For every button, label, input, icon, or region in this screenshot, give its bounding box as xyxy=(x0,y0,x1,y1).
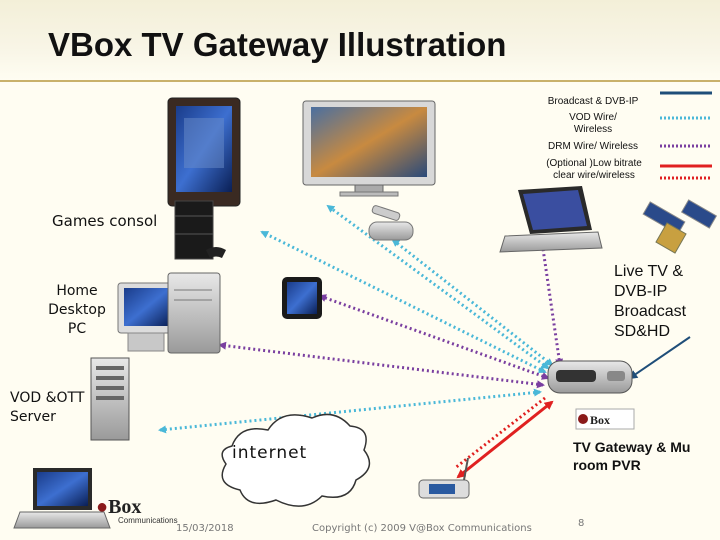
link-home-pc xyxy=(218,341,545,389)
link-laptop-top xyxy=(538,240,564,367)
home-pc-label: Home Desktop PC xyxy=(48,283,106,337)
title-bar xyxy=(0,0,720,82)
link-settop-box xyxy=(391,238,554,367)
link-router-solid xyxy=(456,400,554,479)
link-router-dotted xyxy=(454,396,546,470)
home-pc xyxy=(117,272,221,354)
vod-server-label: VOD &OTT Server xyxy=(10,390,85,425)
games-console-label: Games consol xyxy=(52,212,158,230)
live-tv-label: Live TV & DVB-IP Broadcast SD&HD xyxy=(614,263,687,340)
vbox-logo-text: Box xyxy=(108,496,142,518)
vod-server xyxy=(90,357,130,441)
connections xyxy=(158,204,564,434)
link-satellite-broadcast xyxy=(628,336,691,380)
vbox-logo-subtitle: Communications xyxy=(118,516,178,525)
internet-label: internet xyxy=(232,443,308,463)
settop-box xyxy=(368,205,414,241)
gateway-label: TV Gateway & Mu room PVR xyxy=(573,439,691,473)
footer-copyright: Copyright (c) 2009 V@Box Communications xyxy=(312,523,532,534)
link-mobile xyxy=(318,294,550,380)
vbox-logo: ●Box xyxy=(96,496,142,518)
vbox-logo-small: Box xyxy=(575,408,635,430)
legend-label-lowbitrate: (Optional )Low bitrate clear wire/wirele… xyxy=(546,158,642,181)
low-bitrate-links xyxy=(454,396,554,479)
footer-page-number: 8 xyxy=(578,518,585,529)
laptop-top xyxy=(499,186,603,253)
legend-label-vod: VOD Wire/ Wireless xyxy=(569,112,617,135)
laptop-bottom xyxy=(13,468,111,529)
link-vod-server xyxy=(158,388,542,434)
slide-title: VBox TV Gateway Illustration xyxy=(48,26,507,63)
svg-text:Box: Box xyxy=(590,413,610,427)
link-plasma-tv xyxy=(326,204,550,370)
internet-cloud xyxy=(221,413,371,507)
tv-gateway xyxy=(547,360,633,394)
lcd-tv xyxy=(302,100,436,197)
legend-label-broadcast: Broadcast & DVB-IP xyxy=(547,96,639,107)
plasma-tv xyxy=(167,97,241,207)
satellite xyxy=(642,199,718,254)
mobile-device xyxy=(282,277,322,319)
wireless-router xyxy=(418,457,470,499)
legend-label-drm: DRM Wire/ Wireless xyxy=(548,141,638,152)
footer-date: 15/03/2018 xyxy=(176,523,234,534)
games-console xyxy=(174,200,226,260)
legend-samples xyxy=(660,91,712,180)
